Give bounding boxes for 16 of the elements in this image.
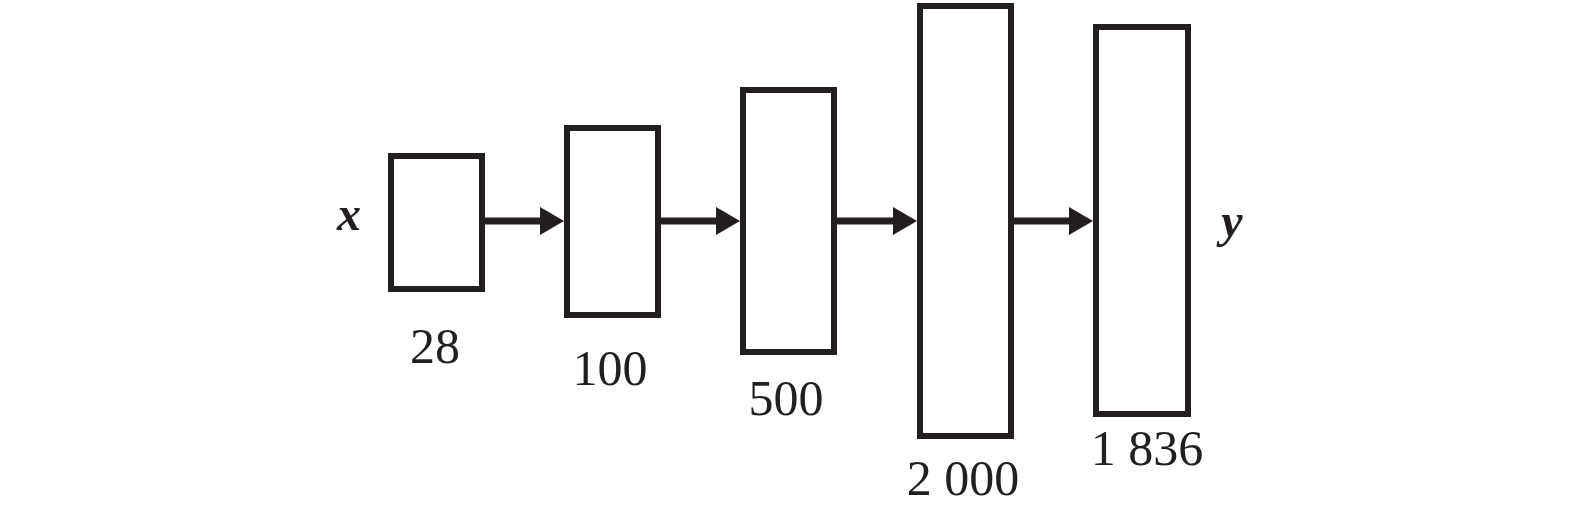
arrow [661,207,740,235]
arrow [837,207,917,235]
layer-box [388,153,485,292]
layer-box [917,3,1014,439]
layer-size-label: 28 [410,321,460,371]
layer-size-label: 500 [748,373,824,423]
layer-size-label: 2 000 [906,453,1020,503]
layer-box [1093,24,1191,417]
arrow [1014,207,1093,235]
variable-label: y [1215,187,1249,255]
layer-size-label: 1 836 [1090,423,1204,473]
layer-box [564,125,661,318]
arrow [485,207,564,235]
layer-box [740,87,837,355]
layer-size-label: 100 [572,343,648,393]
variable-label: x [335,186,362,243]
